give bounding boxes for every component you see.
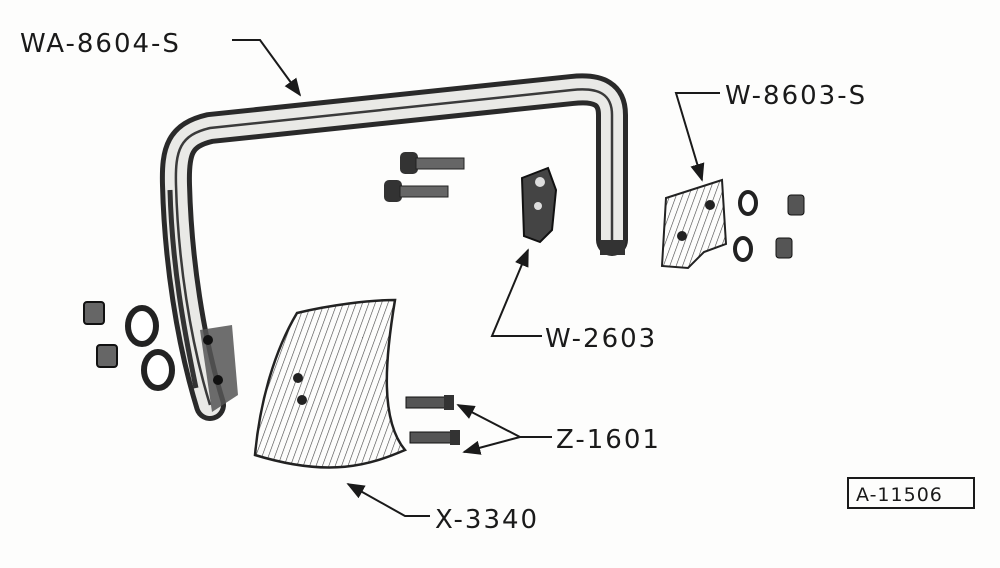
pad-part [253,298,408,469]
bolts-leader-lower [462,436,521,455]
bolts-leader-upper [456,404,552,438]
carriage-bolts-part [384,152,465,202]
label-z-1601: Z-1601 [556,425,661,455]
bumper-guard-part [159,73,628,421]
label-wa-8604-s: WA-8604-S [20,29,181,59]
left-nuts-washers-part [83,301,175,391]
bracket-plate-part [660,178,805,270]
label-w-2603: W-2603 [545,324,657,354]
reference-number: A-11506 [856,484,943,506]
small-bolts-part [405,395,460,445]
label-w-8603-s: W-8603-S [725,81,867,111]
guard-leader [232,39,302,97]
reference-box [847,477,975,509]
pad-leader [346,483,430,517]
bracket-leader [674,92,720,182]
clip-part [520,166,558,244]
clip-leader [490,248,542,337]
label-x-3340: X-3340 [435,505,539,535]
